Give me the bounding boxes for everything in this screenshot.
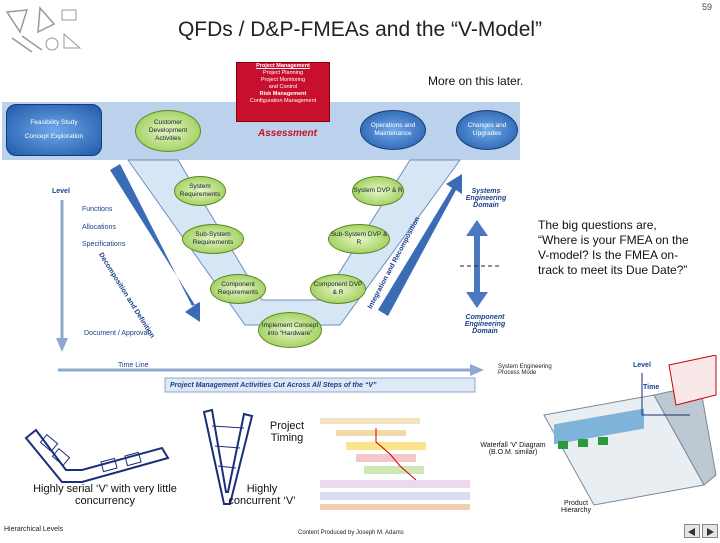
operations-box: Operations and Maintenance (360, 110, 426, 150)
hierarchical-label: Hierarchical Levels (4, 526, 64, 533)
product-hierarchy-label: Product Hierarchy (561, 500, 591, 514)
systems-domain-label: Systems Engineering Domain (465, 188, 507, 209)
pm-item: and Control (268, 84, 298, 90)
pm-item: Project Monitoring (260, 77, 306, 83)
system-req-box: System Requirements (174, 176, 226, 206)
feasibility-label: Feasibility Study (30, 119, 78, 126)
waterfall-thumbnail (543, 355, 717, 506)
arrow-left-icon (688, 528, 695, 536)
pm-item: Project Management (256, 63, 310, 69)
arrow-right-icon (707, 528, 714, 536)
time-right-label: Time (643, 384, 660, 391)
concept-label: Concept Exploration (24, 133, 84, 140)
pm-footer-label: Project Management Activities Cut Across… (170, 382, 377, 389)
prev-slide-button[interactable] (684, 524, 700, 538)
concurrent-label: Highly concurrent ‘V’ (228, 483, 296, 507)
project-timing-label: Project Timing (269, 420, 305, 444)
customer-dev-box: Customer Development Activities (135, 110, 201, 152)
changes-box: Changes and Upgrades (456, 110, 518, 150)
component-dvp-box: Component DVP & R (310, 274, 366, 304)
concurrent-v-graphic (202, 408, 254, 505)
subsystem-dvp-box: Sub-System DVP & R (328, 224, 390, 254)
allocations-label: Allocations (82, 224, 116, 231)
page-number: 59 (701, 2, 712, 12)
page-title: QFDs / D&P-FMEAs and the “V-Model” (177, 18, 543, 41)
component-domain-label: Component Engineering Domain (464, 314, 506, 335)
feasibility-box: Feasibility Study Concept Exploration (6, 104, 102, 156)
level-right-label: Level (633, 362, 651, 369)
level-label: Level (52, 188, 70, 195)
project-management-box: Project Management Project Planning Proj… (236, 62, 330, 122)
timeline-label: Time Line (118, 362, 149, 369)
specifications-label: Specifications (82, 241, 126, 248)
subsystem-req-box: Sub-System Requirements (182, 224, 244, 254)
logo-icon (5, 6, 82, 53)
pm-item: Risk Management (259, 91, 307, 97)
note-questions: The big questions are, “Where is your FM… (538, 218, 689, 277)
implement-box: Implement Concept into “Hardware” (258, 312, 322, 348)
serial-v-graphic (24, 428, 170, 483)
serial-label: Highly serial ‘V’ with very little concu… (33, 483, 177, 507)
note-later: More on this later. (428, 74, 524, 88)
v-model-diagram: Project Management Project Planning Proj… (0, 60, 520, 395)
document-label: Document / Approval (84, 330, 149, 337)
system-dvp-box: System DVP & R (352, 176, 404, 206)
pm-item: Project Planning (262, 70, 304, 76)
pm-item: Configuration Management (249, 98, 317, 104)
next-slide-button[interactable] (702, 524, 718, 538)
component-req-box: Component Requirements (210, 274, 266, 304)
sys-process-label: System Engineering Process Mode (498, 364, 552, 376)
assessment-label: Assessment (258, 128, 317, 139)
gantt-thumbnail (316, 408, 486, 528)
content-label: Content Produced by Joseph M. Adams (298, 530, 404, 536)
functions-label: Functions (82, 206, 113, 213)
waterfall-label: Waterfall ‘V’ Diagram (B.O.M. similar) (480, 442, 546, 456)
